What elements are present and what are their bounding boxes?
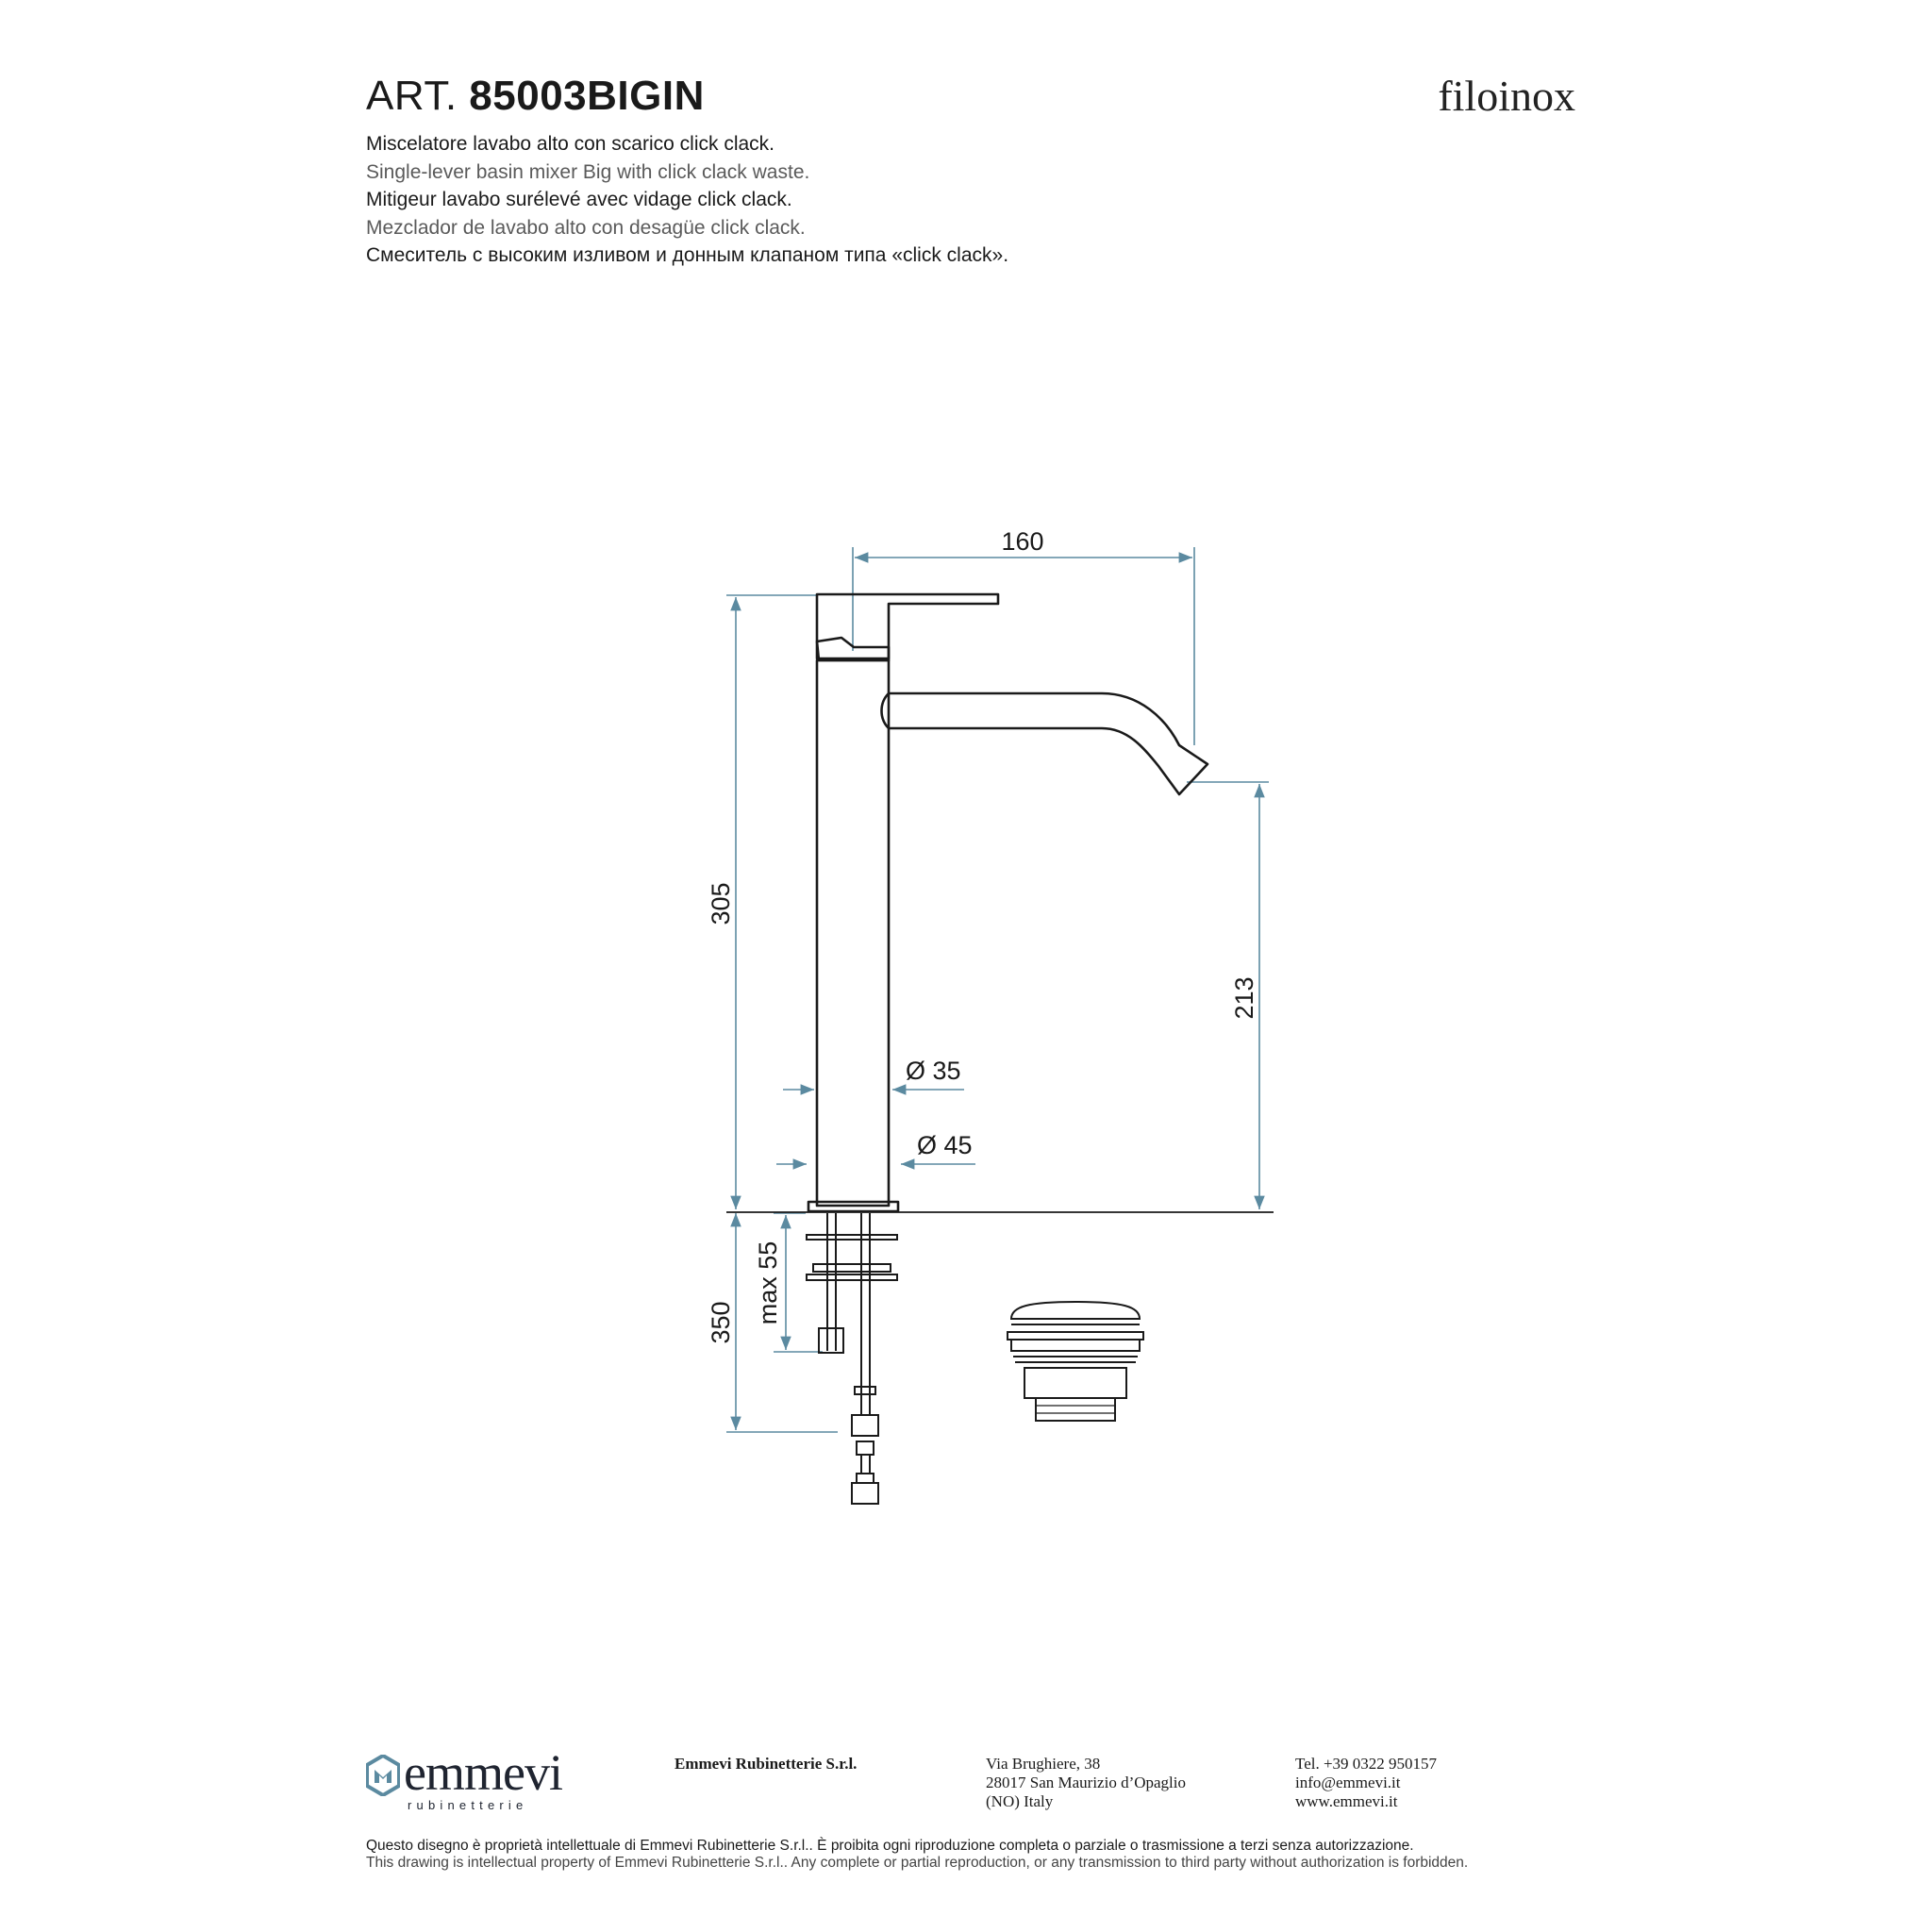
address-line: 28017 San Maurizio d’Opaglio <box>986 1774 1186 1791</box>
description-it: Miscelatore lavabo alto con scarico clic… <box>366 133 775 155</box>
legal-notice-it: Questo disegno è proprietà intellettuale… <box>366 1838 1414 1854</box>
contact-email: info@emmevi.it <box>1295 1774 1401 1791</box>
dim-hose-length: 350 <box>707 1301 735 1343</box>
product-descriptions: Miscelatore lavabo alto con scarico clic… <box>366 130 1575 270</box>
emmevi-logo: emmevi rubinetterie <box>366 1745 602 1813</box>
description-en: Single-lever basin mixer Big with click … <box>366 160 810 183</box>
legal-notice: Questo disegno è proprietà intellettuale… <box>366 1838 1592 1872</box>
company-name: Emmevi Rubinetterie S.r.l. <box>675 1755 858 1773</box>
company-contact: Tel. +39 0322 950157 info@emmevi.it www.… <box>1295 1755 1437 1811</box>
address-line: (NO) Italy <box>986 1792 1054 1810</box>
document-header: ART. 85003BIGIN filoinox Miscelatore lav… <box>366 72 1575 270</box>
emmevi-logo-icon <box>366 1755 400 1796</box>
contact-website: www.emmevi.it <box>1295 1792 1398 1810</box>
fixing-assembly <box>806 1213 898 1505</box>
click-clack-waste <box>1007 1300 1144 1422</box>
dim-total-height: 305 <box>707 882 735 924</box>
dim-max-thickness: max 55 <box>754 1241 782 1325</box>
article-prefix: ART. <box>366 73 458 119</box>
dim-base-diameter: Ø 45 <box>917 1131 973 1159</box>
legal-notice-en: This drawing is intellectual property of… <box>366 1855 1469 1871</box>
dim-spout-reach: 160 <box>1001 527 1043 556</box>
description-ru: Смеситель с высоким изливом и донным кла… <box>366 244 1009 266</box>
dim-body-diameter: Ø 35 <box>906 1057 961 1085</box>
article-title: ART. 85003BIGIN <box>366 72 1575 121</box>
address-line: Via Brughiere, 38 <box>986 1755 1101 1773</box>
faucet-outline <box>726 592 1274 1213</box>
contact-phone: Tel. +39 0322 950157 <box>1295 1755 1438 1773</box>
description-fr: Mitigeur lavabo surélevé avec vidage cli… <box>366 189 792 210</box>
description-es: Mezclador de lavabo alto con desagüe cli… <box>366 216 806 239</box>
logo-subtitle: rubinetterie <box>408 1798 528 1812</box>
collection-name: filoinox <box>1438 72 1575 120</box>
logo-word: emmevi <box>404 1744 563 1801</box>
article-code: 85003BIGIN <box>469 73 705 119</box>
document-footer: emmevi rubinetterie Emmevi Rubinetterie … <box>366 1745 1592 1826</box>
dim-spout-height: 213 <box>1230 976 1258 1019</box>
company-address: Via Brughiere, 38 28017 San Maurizio d’O… <box>986 1755 1186 1811</box>
dimension-lines <box>726 547 1269 1433</box>
